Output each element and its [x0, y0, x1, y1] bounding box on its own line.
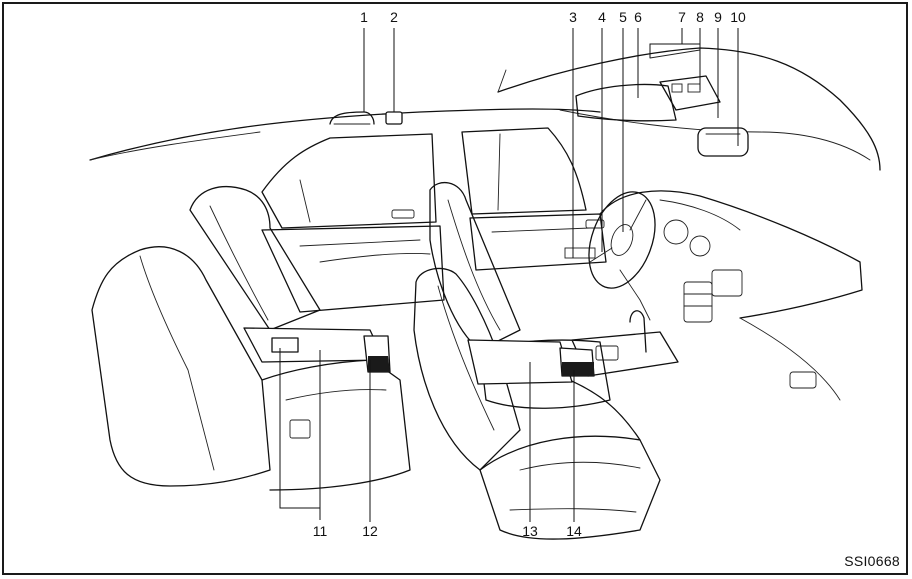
steering-wheel: [588, 191, 656, 321]
rear-seat: [91, 186, 411, 491]
callout-7: 7: [678, 9, 686, 25]
front-armrest: [467, 339, 595, 385]
front-side-window: [461, 127, 587, 215]
callout-8: 8: [696, 9, 704, 25]
callout-10: 10: [730, 9, 746, 25]
overhead-console: [649, 49, 721, 111]
rearview-mirror: [697, 127, 749, 157]
callout-labels: 1 2 3 4 5 6 7 8 9 10 11 12 13 14: [313, 9, 746, 539]
callout-12: 12: [362, 523, 378, 539]
callout-1: 1: [360, 9, 368, 25]
assist-grip: [329, 111, 375, 125]
sun-visor: [575, 83, 677, 122]
front-driver-seat: [413, 267, 661, 540]
callout-6: 6: [634, 9, 642, 25]
rear-side-window: [261, 133, 437, 229]
rear-armrest: [243, 327, 391, 373]
callout-9: 9: [714, 9, 722, 25]
callout-3: 3: [569, 9, 577, 25]
callout-5: 5: [619, 9, 627, 25]
callout-4: 4: [598, 9, 606, 25]
leader-lines: [279, 28, 739, 522]
callout-14: 14: [566, 523, 582, 539]
dashboard: [599, 190, 863, 401]
callout-2: 2: [390, 9, 398, 25]
figure-code: SSI0668: [844, 553, 900, 569]
headliner-outline: [89, 47, 881, 171]
door-panels: [261, 209, 607, 313]
callout-13: 13: [522, 523, 538, 539]
coat-hook: [385, 111, 403, 125]
callout-11: 11: [313, 523, 328, 539]
